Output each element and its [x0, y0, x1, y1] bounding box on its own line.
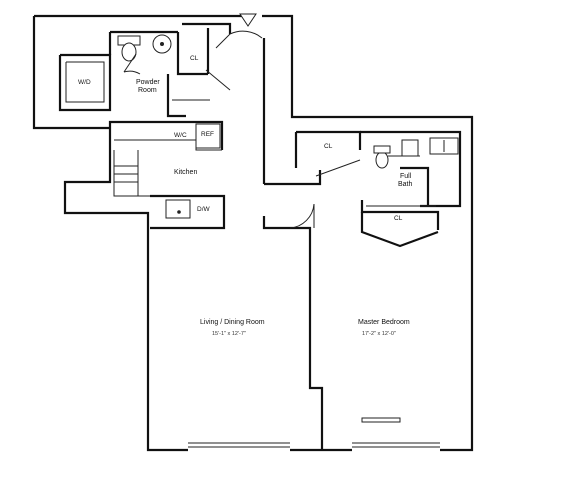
bottom-windows: [188, 417, 440, 448]
dw-label: D/W: [197, 206, 211, 213]
wc-label: W/C: [174, 132, 187, 139]
living-label: Living / Dining Room: [200, 319, 265, 326]
kitchen-walls: [108, 120, 226, 230]
powder-room-walls: [58, 28, 210, 118]
closet-bed-label: CL: [394, 215, 403, 222]
living-dims: 15'-1" x 12'-7": [212, 331, 246, 337]
living-door-swing: [289, 203, 315, 229]
bath-walls: [294, 130, 462, 208]
powder-door-swing: [123, 70, 141, 75]
powder-label-1: Powder: [136, 79, 160, 86]
kitchen-label: Kitchen: [174, 169, 197, 176]
powder-label-2: Room: [138, 87, 157, 94]
powder-door: [123, 53, 137, 73]
ref-label: REF: [201, 131, 214, 138]
closet-top-label: CL: [190, 55, 199, 62]
closet-top: [182, 22, 232, 91]
powder-fixtures: [117, 34, 172, 62]
bedroom-closet: [360, 200, 440, 248]
wd-label: W/D: [78, 79, 91, 86]
entry-door-swing: [229, 30, 263, 39]
bath-label-2: Bath: [398, 181, 413, 188]
master-label: Master Bedroom: [358, 319, 410, 326]
exterior-walls: [32, 14, 474, 452]
bath-label-1: Full: [400, 173, 412, 180]
closet-mid-label: CL: [324, 143, 333, 150]
master-dims: 17'-2" x 12'-0": [362, 331, 396, 337]
entry-marker: [239, 13, 257, 27]
living-walls: [262, 170, 324, 450]
